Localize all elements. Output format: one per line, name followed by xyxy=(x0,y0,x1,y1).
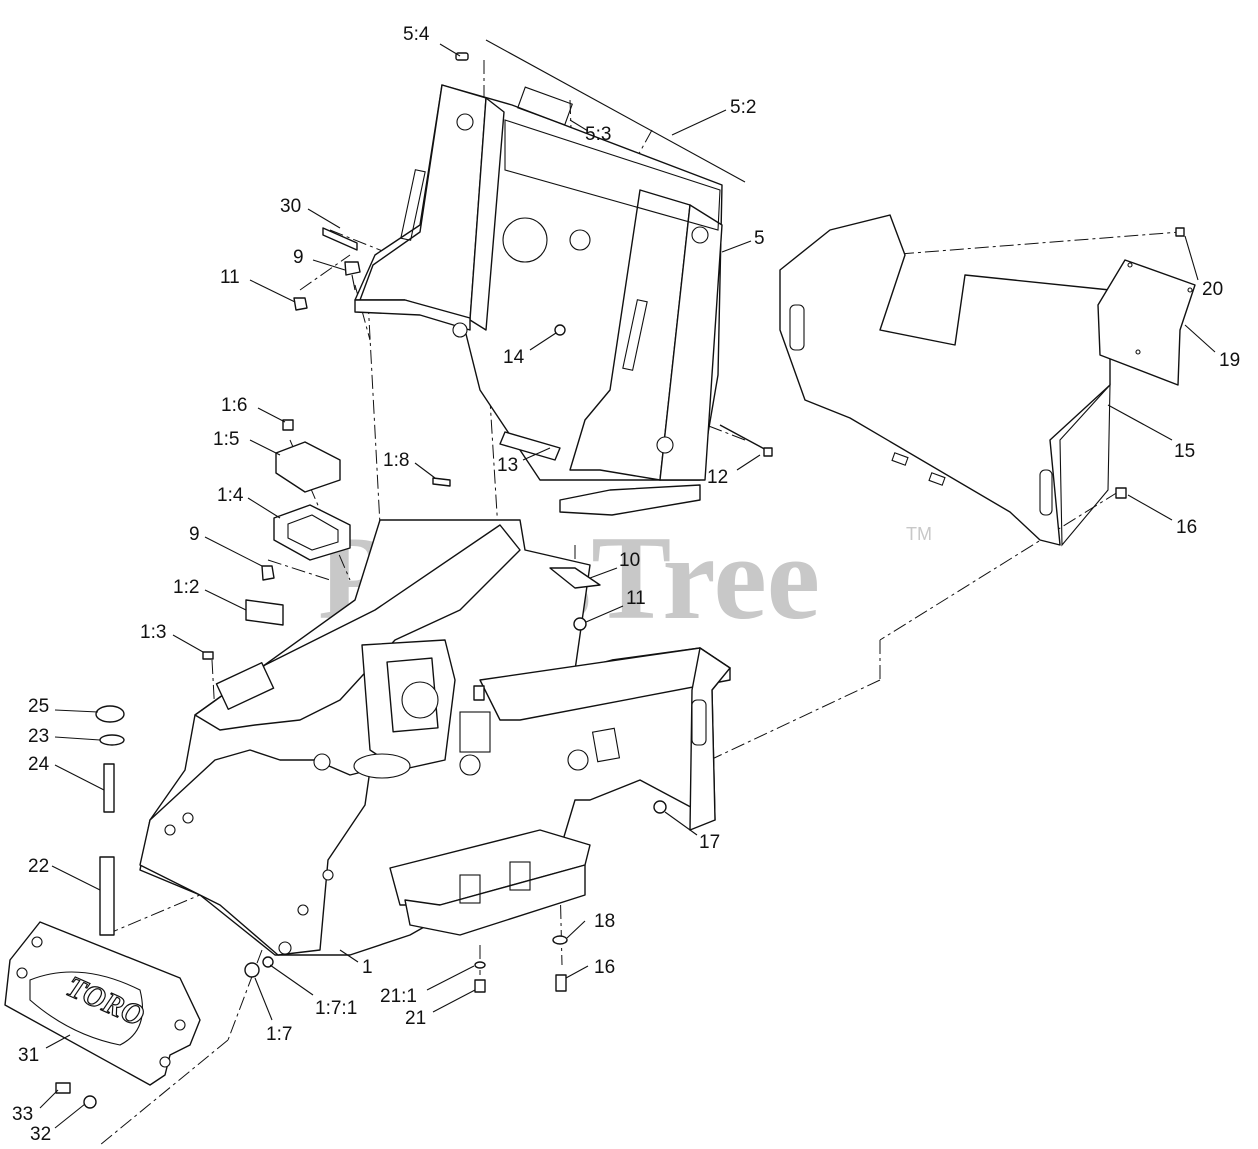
gasket-1-4 xyxy=(273,504,351,561)
bracket-10 xyxy=(549,567,601,589)
dipstick-24 xyxy=(103,763,115,813)
callout-5-3: 5:3 xyxy=(585,124,611,145)
callout-1-7: 1:7 xyxy=(266,1024,292,1045)
washer-32 xyxy=(83,1095,97,1109)
decal-1-2 xyxy=(245,599,284,626)
callout-32: 32 xyxy=(30,1124,51,1145)
nut-17 xyxy=(653,800,667,814)
bolt-9-upper xyxy=(344,261,361,276)
plate-1-5 xyxy=(275,441,341,493)
bolt-21 xyxy=(474,979,486,993)
callout-17: 17 xyxy=(699,832,720,853)
callout-11-upper: 11 xyxy=(220,267,240,288)
toro-badge-plate-31: TORO xyxy=(4,921,201,1086)
callout-5: 5 xyxy=(754,228,765,249)
upright-frame-5 xyxy=(354,39,746,516)
callout-1-6: 1:6 xyxy=(221,395,247,416)
nut-11-upper xyxy=(293,297,308,311)
bolt-16-lower xyxy=(555,974,567,992)
watermark-trademark: TM xyxy=(906,524,932,544)
callout-1-5: 1:5 xyxy=(213,429,239,450)
callout-24: 24 xyxy=(28,754,50,775)
bushing-14 xyxy=(554,324,566,336)
callout-20: 20 xyxy=(1202,279,1223,300)
callout-1-4: 1:4 xyxy=(217,485,244,506)
callout-25: 25 xyxy=(28,696,49,717)
oring-23 xyxy=(99,734,125,746)
callout-5-4: 5:4 xyxy=(403,24,430,45)
callout-1-3: 1:3 xyxy=(140,622,166,643)
bolt-16-upper xyxy=(1115,487,1127,499)
screw-1-6 xyxy=(282,419,294,431)
main-frame-1 xyxy=(139,519,731,956)
callout-21-1: 21:1 xyxy=(380,986,417,1007)
callout-10: 10 xyxy=(619,550,640,571)
decal-1-3 xyxy=(202,651,214,660)
decal-30 xyxy=(322,227,358,251)
callout-9-upper: 9 xyxy=(293,247,304,268)
callout-33: 33 xyxy=(12,1104,33,1125)
nut-1-7 xyxy=(244,962,260,978)
callout-30: 30 xyxy=(280,196,301,217)
pin-12 xyxy=(719,424,771,453)
spacer-13 xyxy=(499,431,561,461)
callout-23: 23 xyxy=(28,726,49,747)
fill-tube-22 xyxy=(99,856,115,936)
callout-1: 1 xyxy=(362,957,373,978)
callout-15: 15 xyxy=(1174,441,1195,462)
bolt-33 xyxy=(55,1082,71,1094)
washer-1-7-1 xyxy=(262,956,274,968)
washer-21-1 xyxy=(474,961,486,969)
cap-25 xyxy=(95,705,125,723)
washer-18 xyxy=(552,935,568,945)
nut-11-lower xyxy=(573,617,587,631)
hardware-parts xyxy=(55,52,1185,1109)
callout-31: 31 xyxy=(18,1045,39,1066)
callout-12: 12 xyxy=(707,467,728,488)
callout-1-7-1: 1:7:1 xyxy=(315,998,357,1019)
callout-5-2: 5:2 xyxy=(730,97,756,118)
callout-labels: 5:4 5:2 5:3 30 5 20 9 19 11 14 1:6 15 1:… xyxy=(12,24,1240,1145)
callout-16-lower: 16 xyxy=(594,957,615,978)
callout-21: 21 xyxy=(405,1008,426,1029)
screw-20 xyxy=(1175,227,1185,237)
callout-16-upper: 16 xyxy=(1176,517,1197,538)
screw-5-4 xyxy=(455,52,469,61)
callout-19: 19 xyxy=(1219,350,1240,371)
callout-1-8: 1:8 xyxy=(383,450,409,471)
callout-14: 14 xyxy=(503,347,525,368)
leader-lines xyxy=(39,43,1216,1129)
callout-13: 13 xyxy=(497,455,518,476)
bolt-9-lower xyxy=(261,565,275,581)
callout-9-lower: 9 xyxy=(189,524,200,545)
callout-18: 18 xyxy=(594,911,615,932)
decal-1-8 xyxy=(432,477,451,487)
callout-22: 22 xyxy=(28,856,49,877)
cover-plate-19 xyxy=(1097,259,1196,386)
callout-11-lower: 11 xyxy=(626,588,646,609)
callout-1-2: 1:2 xyxy=(173,577,199,598)
side-shield-15 xyxy=(779,214,1111,547)
